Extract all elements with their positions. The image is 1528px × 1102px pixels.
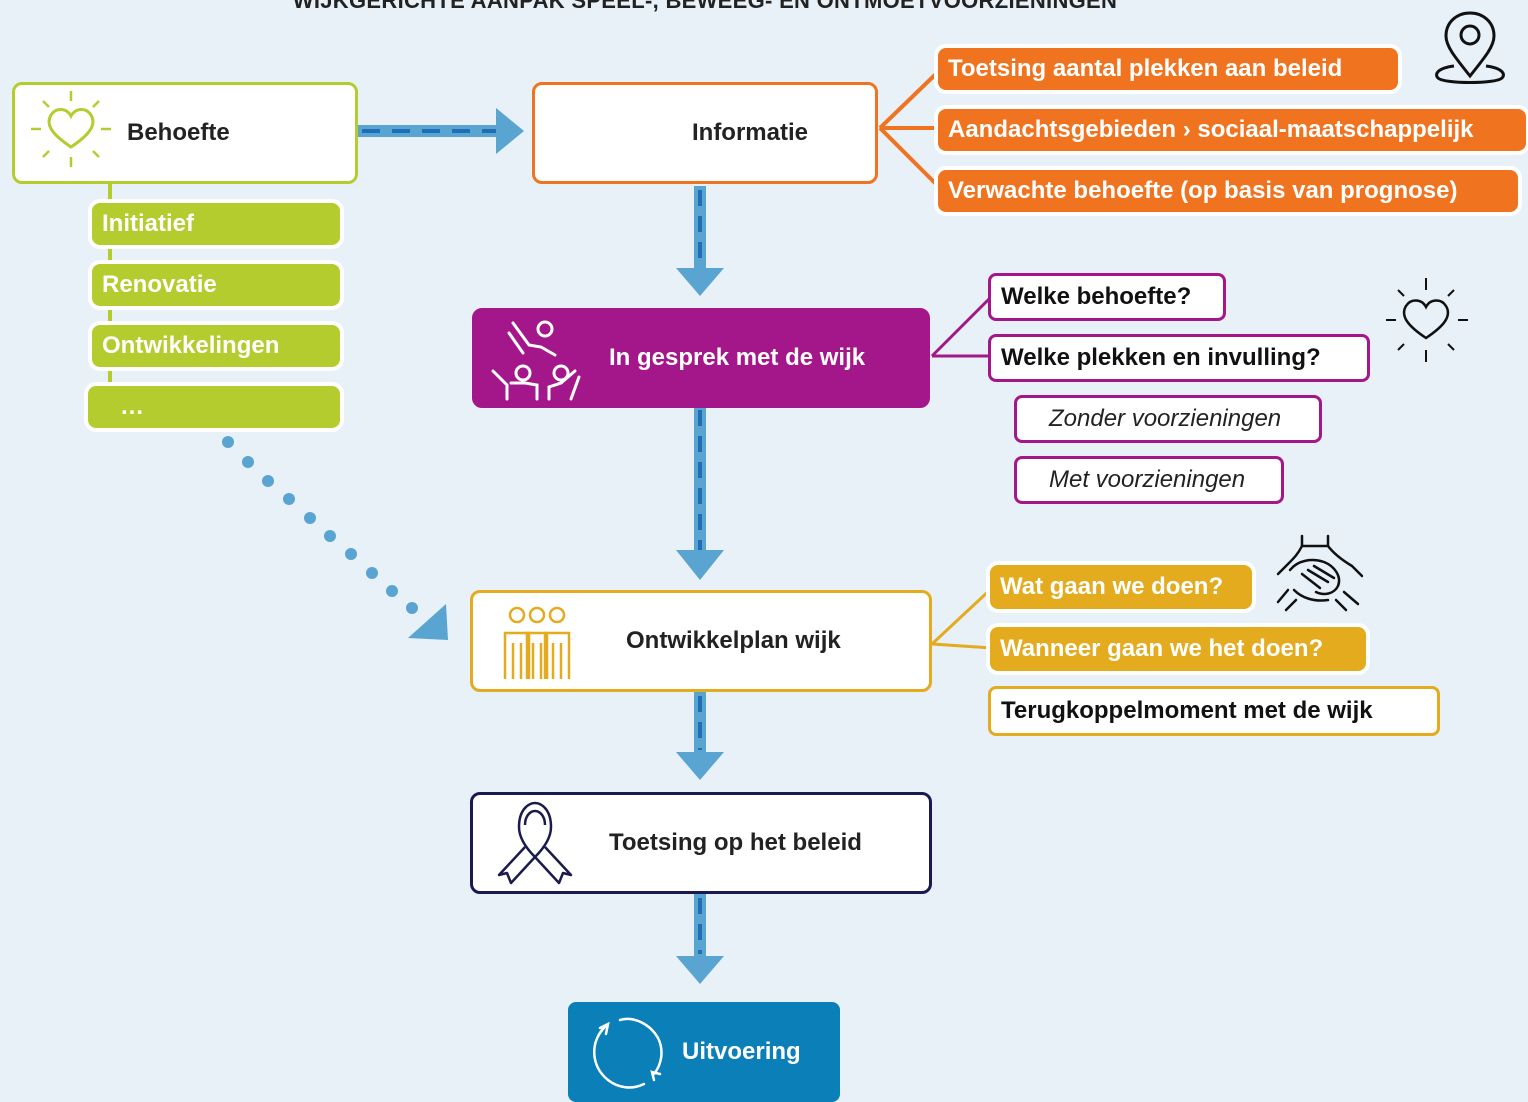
ontwikkelplan-node[interactable]: Ontwikkelplan wijk	[470, 590, 932, 692]
gesprek-subitem: Met voorzieningen	[1014, 456, 1284, 504]
ribbon-icon	[497, 801, 573, 885]
toetsing-node[interactable]: Toetsing op het beleid	[470, 792, 932, 894]
informatie-item: Aandachtsgebieden › sociaal-maatschappel…	[938, 109, 1526, 151]
arrow-gesprek-ontwikkelplan	[676, 406, 724, 580]
arrow-toetsing-uitvoering	[676, 894, 724, 984]
group-people-icon	[503, 606, 571, 679]
heart-icon	[31, 91, 111, 167]
hands-together-icon	[1276, 534, 1364, 612]
ontwikkelplan-fan	[930, 586, 994, 650]
gesprek-label: In gesprek met de wijk	[609, 344, 866, 371]
informatie-item: Toetsing aantal plekken aan beleid	[938, 48, 1398, 90]
heart-icon	[1386, 278, 1468, 362]
cycle-arrows-icon	[593, 1017, 663, 1089]
gesprek-fan	[930, 296, 992, 358]
behoefte-node[interactable]: Behoefte	[12, 82, 358, 184]
gesprek-item: Welke plekken en invulling?	[988, 334, 1370, 382]
gesprek-node[interactable]: In gesprek met de wijk	[472, 308, 930, 408]
toetsing-label: Toetsing op het beleid	[609, 829, 862, 856]
arrow-informatie-gesprek	[676, 186, 724, 296]
gesprek-subitem: Zonder voorzieningen	[1014, 395, 1322, 443]
behoefte-item: Initiatief	[92, 203, 340, 245]
gesprek-item: Welke behoefte?	[988, 273, 1226, 321]
informatie-fan	[878, 68, 942, 190]
location-pin-icon	[1435, 11, 1505, 84]
arrow-ontwikkelplan-toetsing	[676, 692, 724, 780]
ontwikkelplan-item: Wat gaan we doen?	[990, 565, 1252, 609]
uitvoering-label: Uitvoering	[682, 1038, 801, 1065]
dotted-arrow	[222, 436, 448, 640]
people-talking-icon	[491, 320, 581, 401]
informatie-label: Informatie	[691, 119, 808, 146]
informatie-node[interactable]: Informatie	[532, 82, 878, 184]
uitvoering-node[interactable]: Uitvoering	[568, 1002, 840, 1102]
page-title: WIJKGERICHTE AANPAK SPEEL-, BEWEEG- EN O…	[292, 0, 1118, 13]
behoefte-item: …	[88, 386, 340, 428]
ontwikkelplan-item: Wanneer gaan we het doen?	[990, 627, 1366, 671]
ontwikkelplan-label: Ontwikkelplan wijk	[626, 627, 841, 654]
behoefte-item: Renovatie	[92, 264, 340, 306]
behoefte-label: Behoefte	[127, 119, 230, 146]
ontwikkelplan-item: Terugkoppelmoment met de wijk	[988, 686, 1440, 736]
informatie-item: Verwachte behoefte (op basis van prognos…	[938, 170, 1518, 212]
behoefte-item: Ontwikkelingen	[92, 325, 340, 367]
